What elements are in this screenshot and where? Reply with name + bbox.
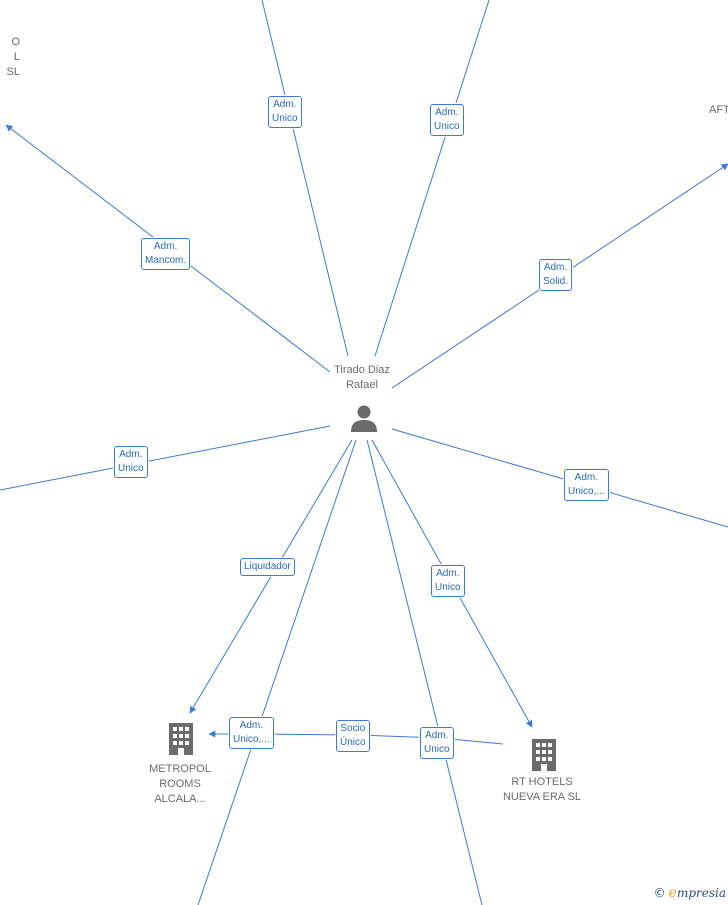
- person-name[interactable]: Tirado Diaz Rafael: [334, 364, 390, 391]
- company-top-right-name[interactable]: AFT: [709, 104, 728, 116]
- edge-label-socio-unico[interactable]: Socio Único: [336, 720, 370, 752]
- edge-top-b: [374, 0, 490, 357]
- edge-bottom-left: [197, 439, 357, 905]
- edge-left: [0, 425, 331, 491]
- edge-label-liquidador[interactable]: Liquidador: [240, 558, 295, 576]
- edge-label-adm-unico[interactable]: Adm. Unico: [114, 446, 148, 478]
- empresia-logo: ©empresia: [653, 885, 726, 901]
- edge-label-adm-unico-multi[interactable]: Adm. Unico,...: [564, 469, 609, 501]
- company-top-left-name[interactable]: O L SL: [6, 36, 20, 78]
- edge-label-adm-unico-multi[interactable]: Adm. Unico,...: [229, 717, 274, 749]
- edge-label-adm-unico[interactable]: Adm. Unico: [268, 96, 302, 128]
- person-icon[interactable]: [349, 403, 379, 433]
- edge-top-a: [261, 0, 349, 357]
- edge-liquidador: [189, 439, 353, 714]
- edge-label-adm-solid[interactable]: Adm. Solid.: [539, 259, 573, 291]
- building-icon[interactable]: [165, 721, 197, 755]
- edge-right: [391, 428, 728, 528]
- edge-label-adm-unico[interactable]: Adm. Unico: [431, 565, 465, 597]
- building-icon[interactable]: [528, 737, 560, 771]
- edge-label-adm-unico[interactable]: Adm. Unico: [430, 104, 464, 136]
- company-metropol-name[interactable]: METROPOL ROOMS ALCALA...: [149, 763, 211, 805]
- company-rt-hotels-name[interactable]: RT HOTELS NUEVA ERA SL: [502, 776, 582, 803]
- edge-label-adm-unico[interactable]: Adm. Unico: [420, 727, 454, 759]
- edge-bottom-right: [366, 439, 483, 905]
- edge-label-adm-mancom[interactable]: Adm. Mancom.: [141, 238, 191, 270]
